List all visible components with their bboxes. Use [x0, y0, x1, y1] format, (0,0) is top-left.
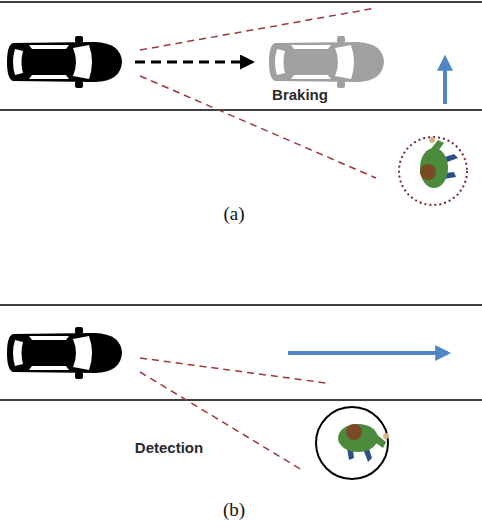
pedestrian-icon	[420, 137, 458, 188]
vehicle-motion-arrow	[288, 351, 448, 355]
panel-caption: (a)	[223, 203, 244, 225]
sensor-range-line	[140, 76, 376, 178]
state-label: Detection	[135, 439, 203, 456]
pedestrian-motion-arrow	[443, 58, 447, 104]
braking-car-icon	[269, 36, 384, 88]
pedestrian-zone	[399, 137, 467, 205]
car-icon	[7, 327, 122, 379]
motion-arrow	[135, 61, 252, 64]
sensor-range-line	[140, 358, 326, 383]
road-edge	[0, 1, 482, 3]
pedestrian-zone	[316, 407, 388, 479]
car-icon	[7, 36, 122, 88]
state-label: Braking	[272, 86, 328, 103]
road-edge	[0, 109, 482, 111]
panel-caption: (b)	[223, 499, 245, 521]
pedestrian-icon	[338, 424, 389, 462]
road-edge	[0, 304, 482, 306]
road-edge	[0, 399, 482, 401]
